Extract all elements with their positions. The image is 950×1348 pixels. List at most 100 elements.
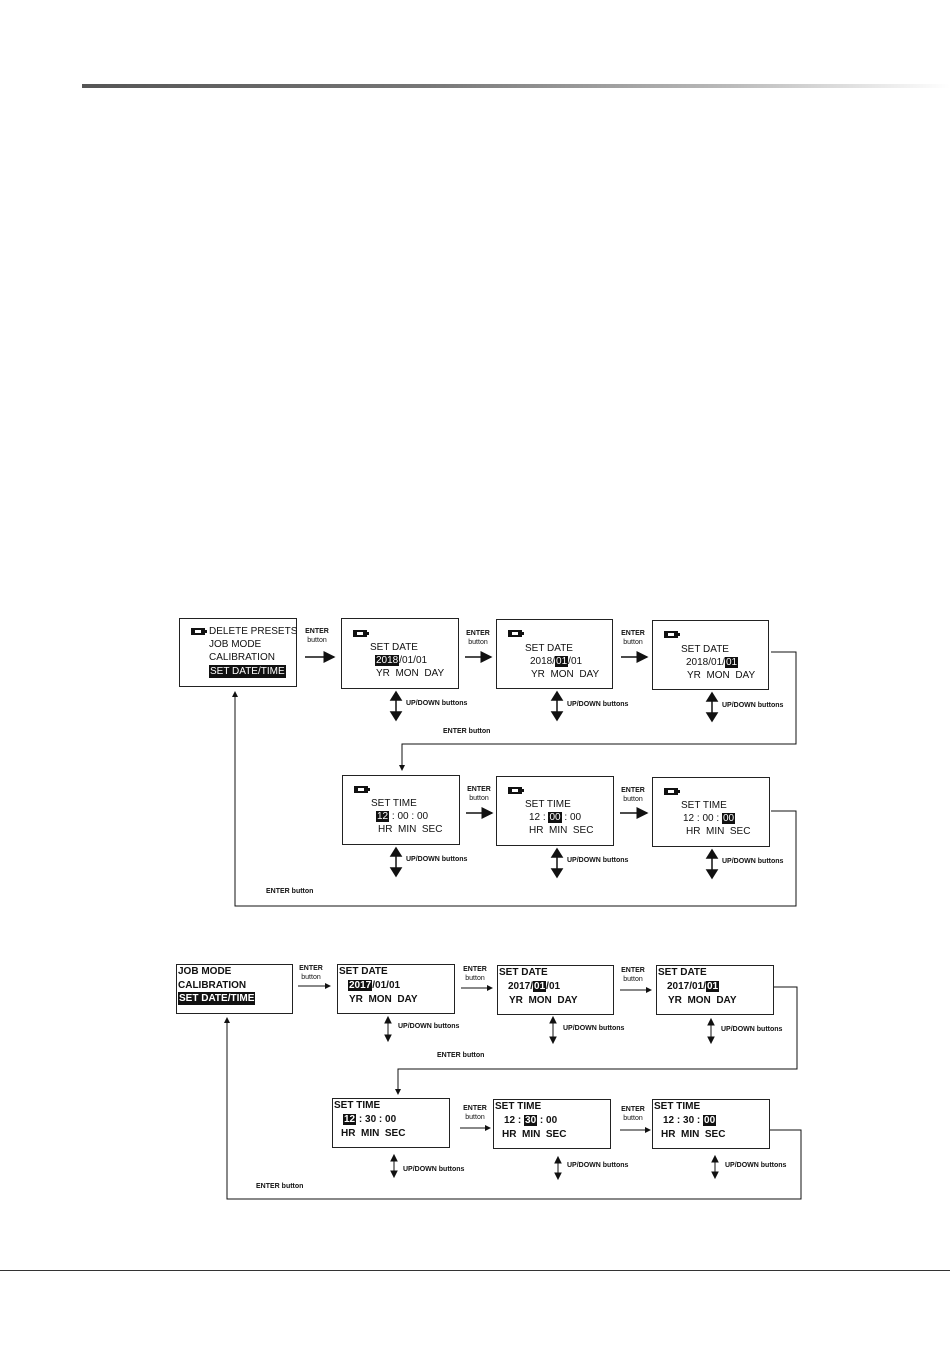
battery-icon: [353, 630, 369, 637]
set-date-year-screen: SET DATE 2017/01/01 YR MON DAY: [337, 964, 455, 1014]
screen-title: SET TIME: [525, 799, 571, 810]
separator: /: [413, 655, 416, 666]
set-time-second-screen: SET TIME 12 : 30 : 00 HR MIN SEC: [652, 1099, 770, 1149]
year-value: 2017: [667, 981, 690, 992]
minute-value: 00: [548, 812, 562, 823]
updown-label: UP/DOWN buttons: [725, 1162, 787, 1169]
separator: :: [561, 812, 570, 823]
separator: :: [694, 813, 703, 824]
header-rule: [82, 84, 950, 88]
footer-rule: [0, 1270, 950, 1271]
separator: :: [515, 1115, 525, 1126]
minute-value: 30: [683, 1115, 695, 1126]
second-value: 00: [416, 811, 429, 822]
screen-title: SET DATE: [370, 642, 418, 653]
month-value: 01: [375, 980, 387, 991]
updown-label: UP/DOWN buttons: [406, 856, 468, 863]
enter-button-caption: ENTER button: [266, 888, 314, 895]
hour-value: 12: [529, 812, 541, 823]
battery-icon: [508, 630, 524, 637]
screen-title: SET TIME: [371, 798, 417, 809]
menu-item: CALIBRATION: [209, 652, 275, 663]
second-value: 00: [546, 1115, 558, 1126]
menu-item-selected: SET DATE/TIME: [178, 992, 256, 1005]
date-units: YR MON DAY: [687, 670, 756, 681]
updown-label: UP/DOWN buttons: [567, 701, 629, 708]
year-value: 2018: [375, 655, 400, 666]
enter-button-caption: ENTER button: [443, 728, 491, 735]
set-date-day-screen: SET DATE 2017/01/01 YR MON DAY: [656, 965, 774, 1015]
separator: :: [408, 811, 417, 822]
day-value: 01: [548, 981, 561, 992]
loop-line: [395, 986, 798, 1095]
updown-arrows: [389, 690, 719, 880]
screen-title: SET TIME: [495, 1101, 542, 1112]
year-value: 2018: [530, 656, 553, 667]
month-value: 01: [533, 981, 547, 992]
separator: :: [356, 1114, 366, 1125]
battery-icon: [508, 787, 524, 794]
month-value: 01: [711, 657, 723, 668]
separator: :: [713, 813, 722, 824]
updown-label: UP/DOWN buttons: [567, 1162, 629, 1169]
updown-label: UP/DOWN buttons: [722, 702, 784, 709]
screen-title: SET DATE: [658, 967, 707, 978]
second-value: 00: [721, 813, 736, 824]
loop-line: [399, 651, 797, 771]
time-units: HR MIN SEC: [661, 1129, 726, 1140]
hour-value: 12: [683, 813, 695, 824]
battery-icon: [664, 631, 680, 638]
time-units: HR MIN SEC: [529, 825, 594, 836]
day-value: 01: [570, 656, 583, 667]
updown-label: UP/DOWN buttons: [722, 858, 784, 865]
time-units: HR MIN SEC: [378, 824, 443, 835]
separator: /: [399, 655, 403, 666]
separator: /: [708, 657, 712, 668]
separator: /: [552, 656, 556, 667]
menu-screen: DELETE PRESETS JOB MODE CALIBRATION SET …: [179, 618, 297, 687]
minute-value: 30: [365, 1114, 377, 1125]
separator: :: [389, 811, 398, 822]
enter-button-caption: ENTER button: [256, 1183, 304, 1190]
minute-value: 00: [702, 813, 714, 824]
month-value: 01: [692, 981, 704, 992]
year-value: 2017: [348, 980, 373, 991]
menu-item: JOB MODE: [178, 966, 232, 977]
screen-title: SET TIME: [681, 800, 727, 811]
month-value: 01: [402, 655, 414, 666]
separator: :: [537, 1115, 547, 1126]
set-date-month-screen: SET DATE 2017/01/01 YR MON DAY: [497, 965, 614, 1015]
battery-icon: [664, 788, 680, 795]
screen-title: SET TIME: [334, 1100, 381, 1111]
updown-label: UP/DOWN buttons: [563, 1025, 625, 1032]
minute-value: 30: [524, 1115, 538, 1126]
second-value: 00: [703, 1115, 717, 1126]
day-value: 01: [705, 981, 720, 992]
separator: /: [372, 980, 376, 991]
set-time-minute-screen: SET TIME 12 : 00 : 00 HR MIN SEC: [496, 776, 614, 846]
time-units: HR MIN SEC: [686, 826, 751, 837]
year-value: 2017: [508, 981, 531, 992]
updown-arrows: [384, 1015, 719, 1181]
menu-screen: JOB MODE CALIBRATION SET DATE/TIME: [176, 964, 293, 1014]
day-value: 01: [388, 980, 401, 991]
day-value: 01: [724, 657, 739, 668]
second-value: 00: [385, 1114, 397, 1125]
second-value: 00: [569, 812, 582, 823]
updown-label: UP/DOWN buttons: [398, 1023, 460, 1030]
battery-icon: [354, 786, 370, 793]
screen-title: SET DATE: [339, 966, 388, 977]
updown-label: UP/DOWN buttons: [406, 700, 468, 707]
set-time-hour-screen: SET TIME 12 : 30 : 00 HR MIN SEC: [332, 1098, 450, 1148]
set-time-minute-screen: SET TIME 12 : 30 : 00 HR MIN SEC: [493, 1099, 611, 1149]
set-date-month-screen: SET DATE 2018/01/01 YR MON DAY: [496, 619, 613, 689]
screen-title: SET DATE: [525, 643, 573, 654]
set-date-year-screen: SET DATE 2018/01/01 YR MON DAY: [341, 618, 459, 689]
